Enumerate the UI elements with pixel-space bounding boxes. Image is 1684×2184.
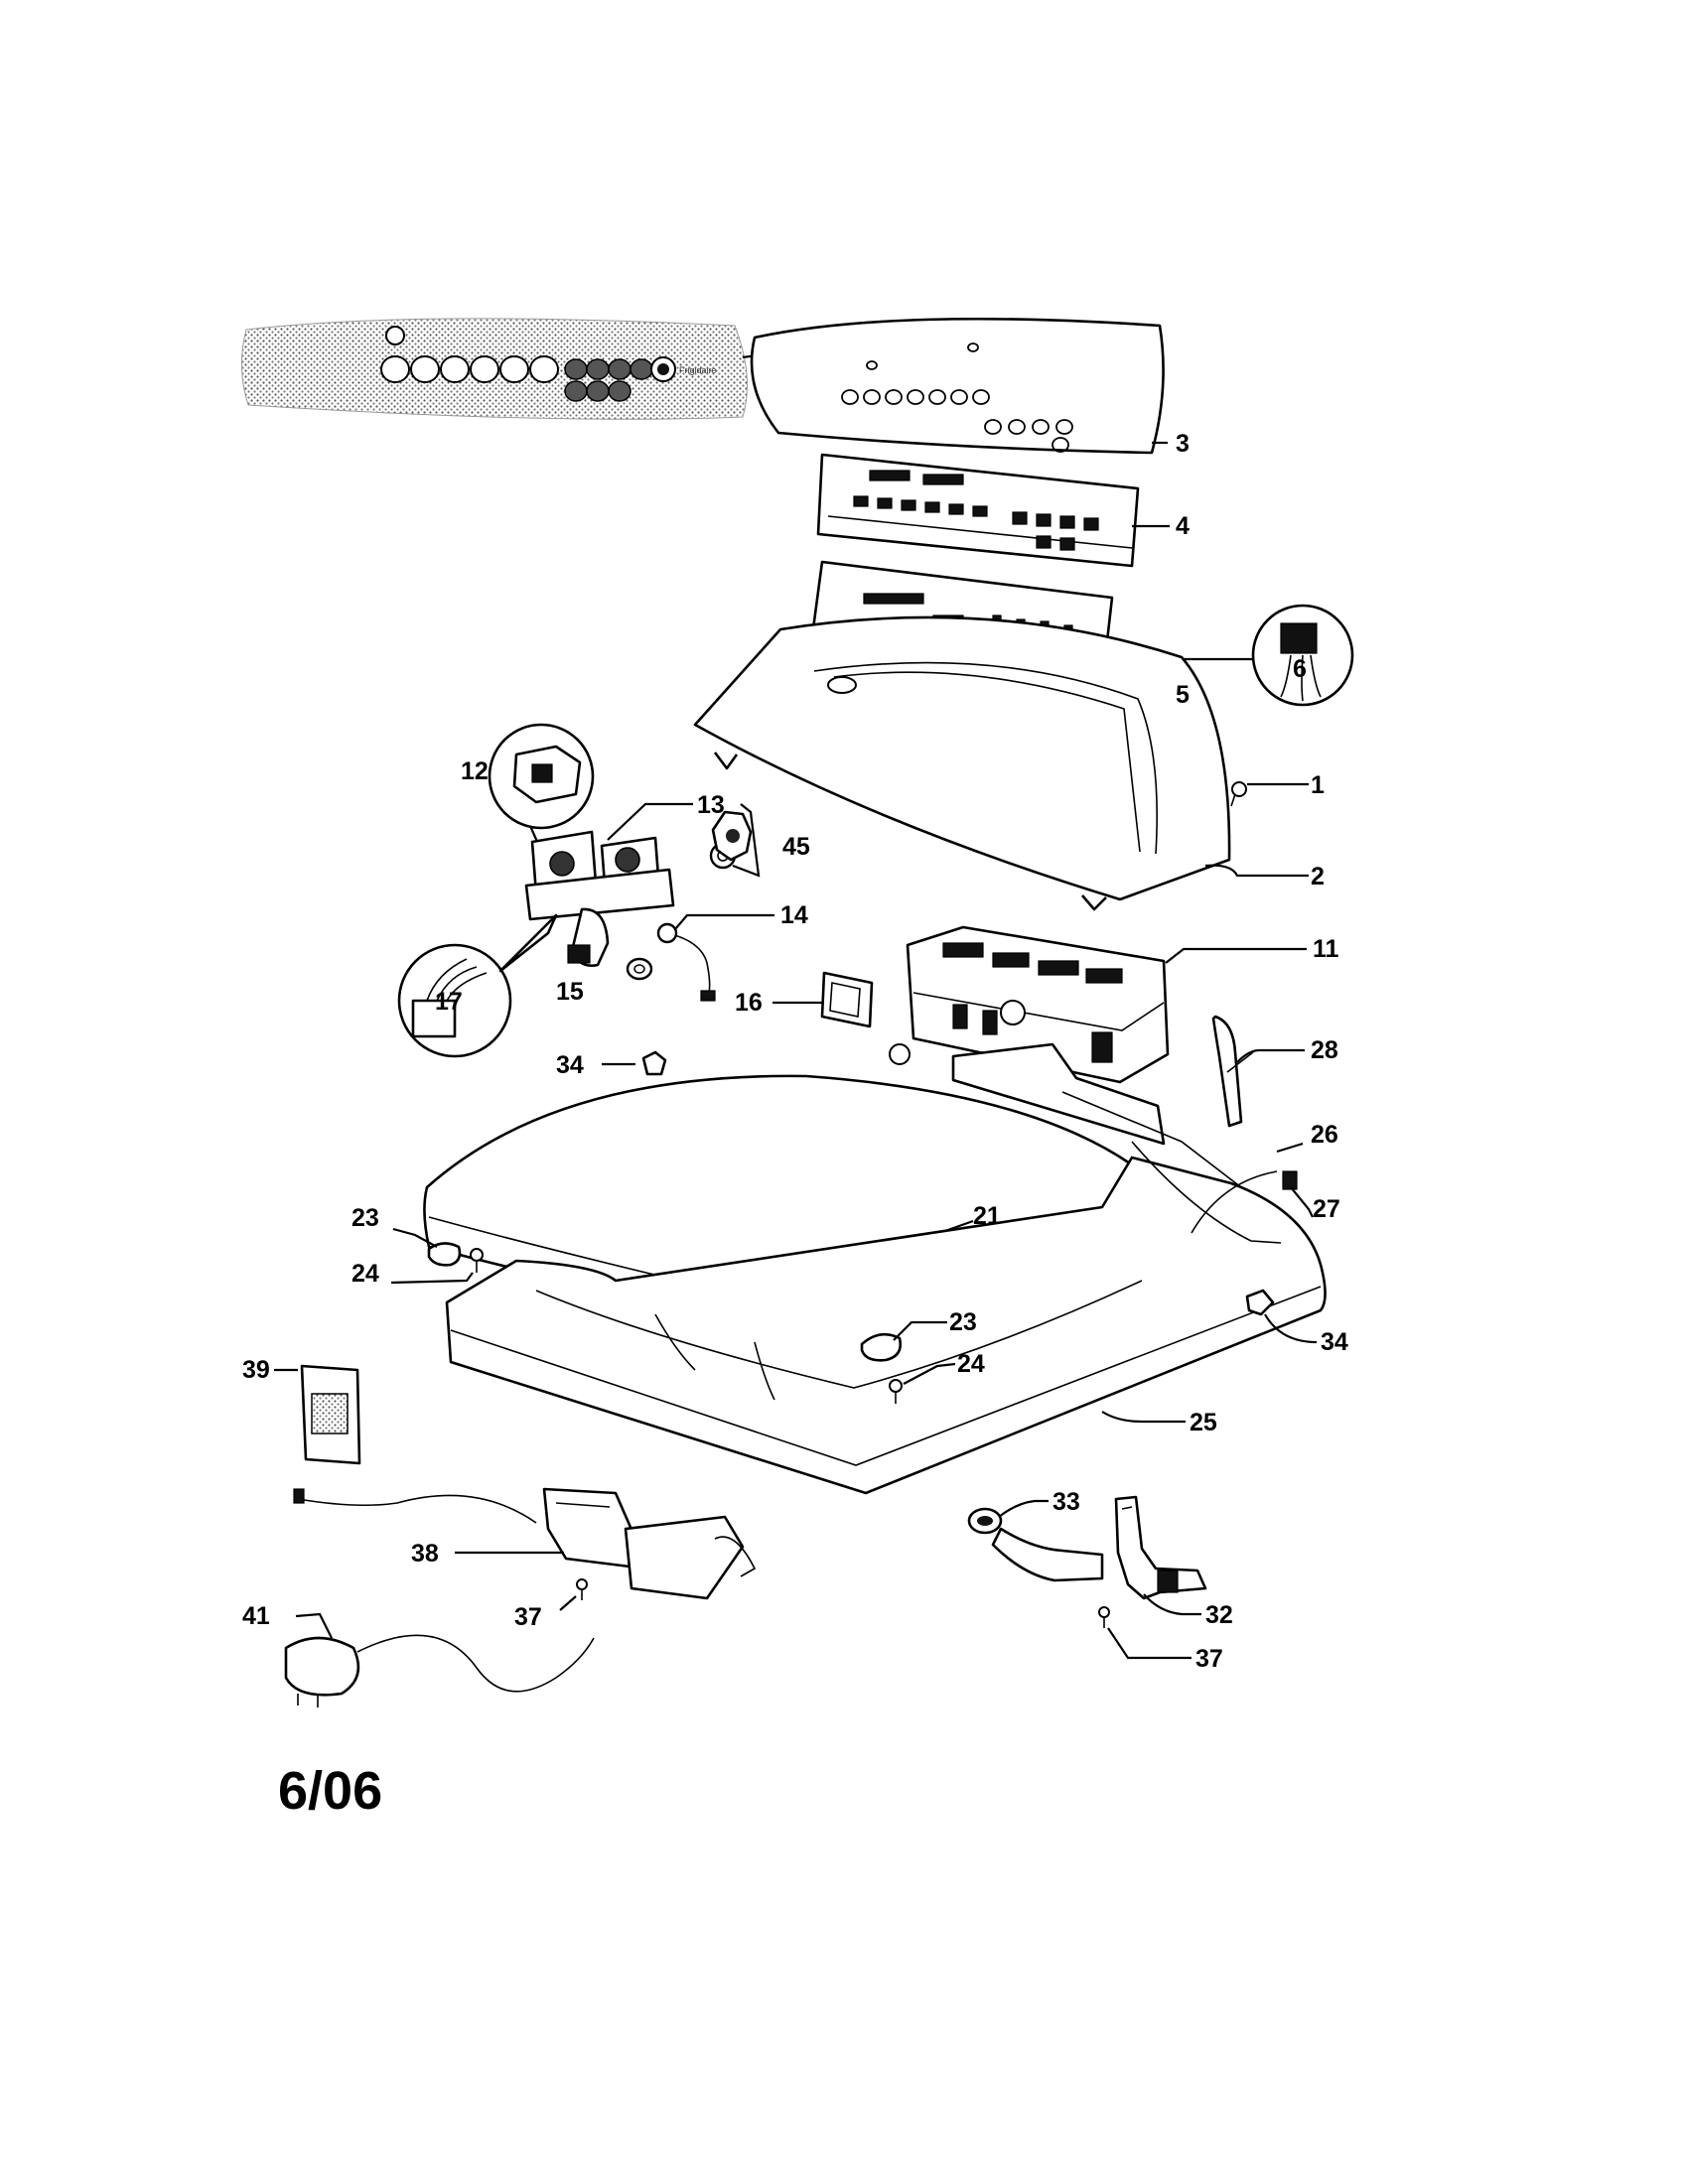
callout-26: 26 bbox=[1311, 1121, 1338, 1149]
callout-16: 16 bbox=[735, 989, 763, 1017]
part-41-power-cord bbox=[284, 1634, 595, 1707]
part-24-screw-center bbox=[889, 1379, 903, 1404]
callout-13: 13 bbox=[697, 791, 725, 819]
callout-5: 5 bbox=[1176, 681, 1190, 709]
overlay-brand-text: Frigidaire bbox=[679, 365, 717, 375]
control-panel-overlay-part: Frigidaire bbox=[240, 318, 748, 420]
callout-41: 41 bbox=[242, 1602, 270, 1630]
callout-37-right: 37 bbox=[1195, 1645, 1223, 1673]
callout-24-center: 24 bbox=[957, 1350, 985, 1378]
part-11-main-control-module bbox=[906, 925, 1170, 1084]
part-33-drain-hose bbox=[967, 1507, 1104, 1582]
callout-6: 6 bbox=[1293, 655, 1307, 683]
callout-2: 2 bbox=[1311, 863, 1325, 890]
callout-17: 17 bbox=[435, 988, 463, 1016]
part-23-bumper-center bbox=[860, 1332, 902, 1362]
callout-14: 14 bbox=[780, 901, 808, 929]
callout-21: 21 bbox=[973, 1202, 1001, 1230]
part-37-screw-left bbox=[576, 1578, 588, 1600]
callout-37-left: 37 bbox=[514, 1603, 542, 1631]
part-4-display-board bbox=[816, 453, 1140, 568]
part-14-pressure-hose bbox=[656, 922, 716, 1002]
callout-45: 45 bbox=[782, 833, 810, 861]
callout-15: 15 bbox=[556, 978, 584, 1006]
part-2-console bbox=[693, 615, 1231, 911]
callout-23-left: 23 bbox=[351, 1204, 379, 1232]
callout-34-right: 34 bbox=[1321, 1328, 1348, 1356]
part-32-drain-valve bbox=[1114, 1495, 1207, 1600]
part-3-overlay-outline bbox=[750, 317, 1165, 455]
callout-labels: 3 4 5 6 1 2 12 13 45 14 17 11 15 16 34 2… bbox=[242, 430, 1348, 1673]
part-15-grommet bbox=[626, 957, 653, 981]
part-13-water-valve bbox=[524, 830, 675, 967]
part-45-gear-washer bbox=[709, 810, 753, 870]
part-17-harness-inset bbox=[397, 913, 558, 1058]
part-37-screw-right bbox=[1098, 1606, 1110, 1628]
callout-27: 27 bbox=[1313, 1195, 1340, 1223]
callout-1: 1 bbox=[1311, 771, 1325, 799]
part-16-bracket bbox=[820, 971, 874, 1028]
part-26-wire bbox=[1191, 1170, 1278, 1234]
callout-39: 39 bbox=[242, 1356, 270, 1384]
part-25-top-cover bbox=[445, 1042, 1327, 1495]
callout-25: 25 bbox=[1190, 1409, 1217, 1436]
callout-4: 4 bbox=[1176, 512, 1190, 540]
callout-28: 28 bbox=[1311, 1036, 1338, 1064]
part-24-screw-left bbox=[470, 1248, 484, 1273]
date-code: 6/06 bbox=[278, 1761, 382, 1821]
part-23-bumper-left bbox=[427, 1242, 462, 1267]
part-28-strap bbox=[1211, 1015, 1254, 1128]
callout-12: 12 bbox=[461, 757, 489, 785]
part-12-connector bbox=[488, 723, 595, 830]
part-1-screw bbox=[1230, 781, 1247, 807]
callout-11: 11 bbox=[1313, 935, 1339, 963]
part-6-connector-inset bbox=[1251, 604, 1354, 707]
callout-24-left: 24 bbox=[351, 1260, 379, 1288]
part-27-switch bbox=[1282, 1170, 1298, 1190]
part-34-clip-left bbox=[641, 1050, 667, 1076]
callout-32: 32 bbox=[1205, 1601, 1233, 1629]
part-38-dispenser-actuator bbox=[293, 1487, 757, 1600]
callout-23-center: 23 bbox=[949, 1308, 977, 1336]
part-34-clip-right bbox=[1245, 1289, 1275, 1316]
callout-33: 33 bbox=[1052, 1488, 1080, 1516]
callout-38: 38 bbox=[411, 1540, 439, 1568]
part-39-parts-bag bbox=[300, 1364, 361, 1465]
callout-34-left: 34 bbox=[556, 1051, 584, 1079]
callout-3: 3 bbox=[1176, 430, 1190, 458]
